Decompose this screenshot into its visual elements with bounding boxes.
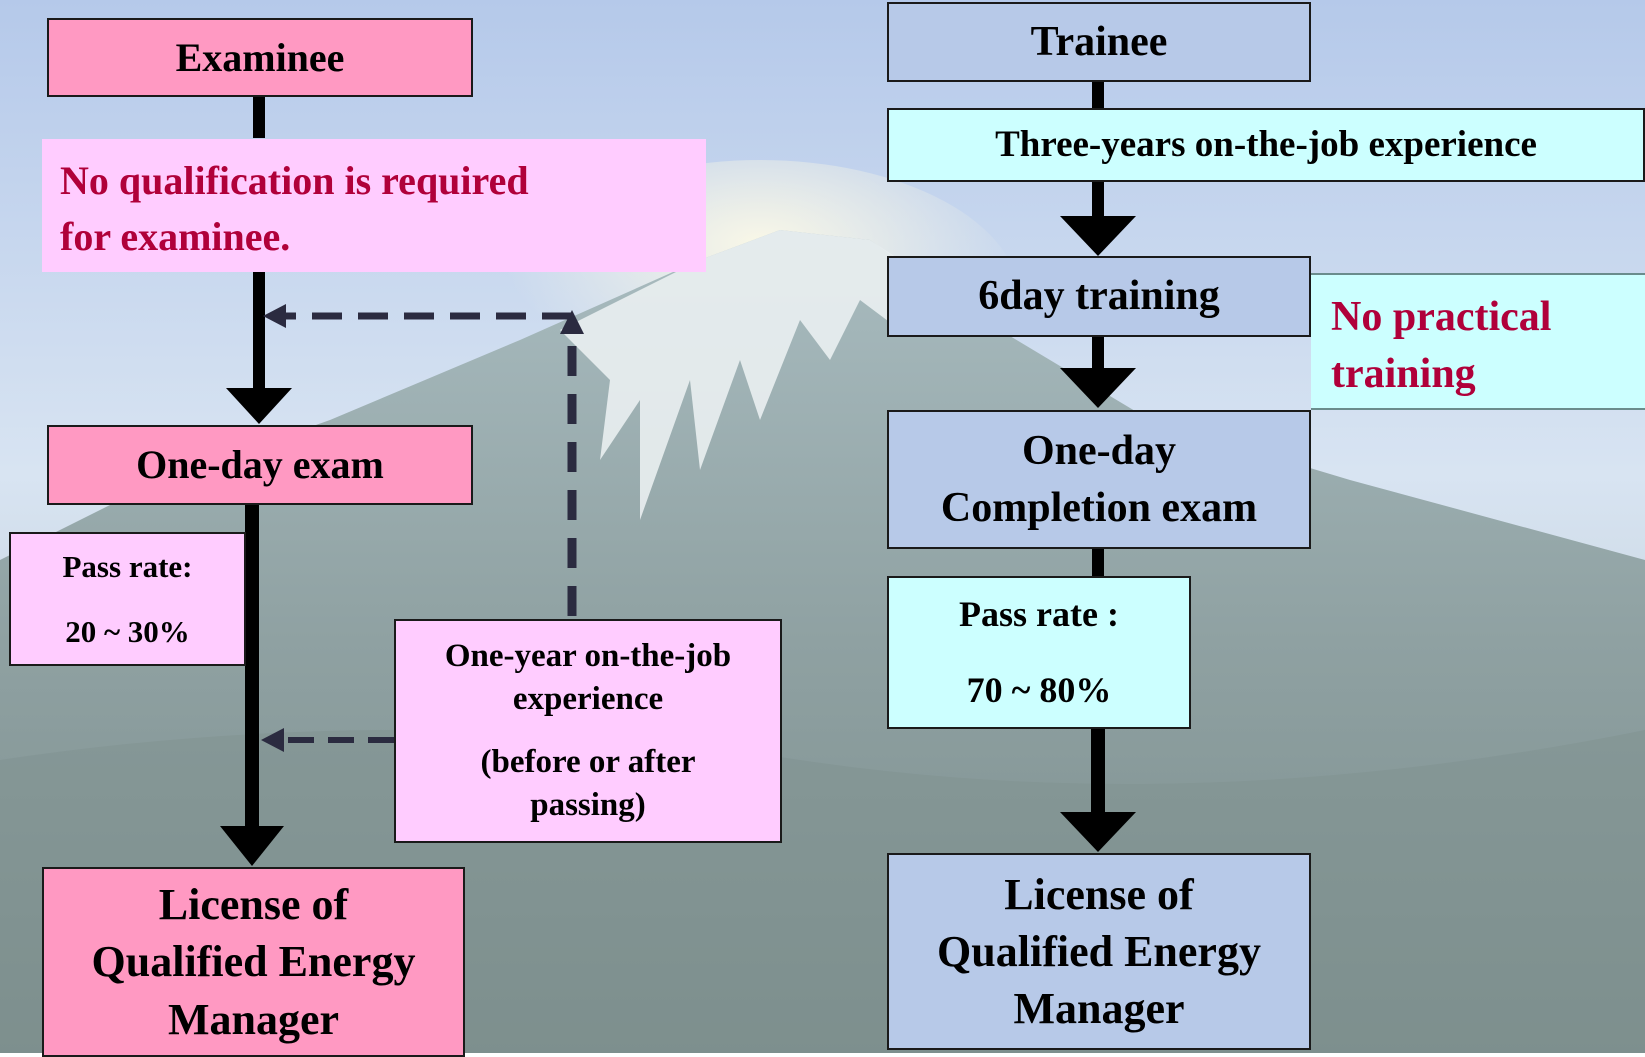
- completion-exam-line2: Completion exam: [940, 484, 1258, 531]
- pass-rate-box-left: Pass rate: 20 ~ 30%: [9, 532, 246, 666]
- pass-rate-value-right: 70 ~ 80%: [966, 669, 1112, 710]
- no-qualification-line2: for examinee.: [60, 214, 291, 259]
- license-box-right: License of Qualified Energy Manager: [887, 853, 1311, 1050]
- completion-exam-box: One-day Completion exam: [887, 410, 1311, 549]
- trainee-label: Trainee: [1030, 18, 1168, 65]
- no-practical-line1: No practical: [1331, 294, 1552, 340]
- one-year-experience-line3: (before or after: [480, 744, 696, 780]
- license-left-line2: Qualified Energy: [91, 937, 416, 987]
- license-right-line3: Manager: [1013, 984, 1185, 1034]
- no-practical-line2: training: [1331, 350, 1476, 397]
- license-left-line1: License of: [158, 880, 349, 930]
- pass-rate-label-left: Pass rate:: [62, 548, 193, 584]
- completion-exam-line1: One-day: [1021, 427, 1176, 474]
- pass-rate-box-right: Pass rate : 70 ~ 80%: [887, 576, 1191, 729]
- three-years-experience-label: Three-years on-the-job experience: [995, 123, 1537, 165]
- license-left-line3: Manager: [167, 994, 340, 1044]
- one-year-experience-line2: experience: [512, 681, 664, 718]
- one-day-exam-label: One-day exam: [136, 442, 384, 487]
- one-day-exam-box: One-day exam: [47, 425, 473, 505]
- trainee-box: Trainee: [887, 2, 1311, 82]
- examinee-label: Examinee: [175, 34, 345, 80]
- six-day-training-label: 6day training: [978, 273, 1220, 320]
- license-right-line1: License of: [1004, 869, 1194, 919]
- pass-rate-label-right: Pass rate :: [959, 593, 1119, 634]
- pass-rate-value-left: 20 ~ 30%: [65, 614, 190, 649]
- three-years-experience-box: Three-years on-the-job experience: [887, 108, 1645, 182]
- six-day-training-box: 6day training: [887, 256, 1311, 337]
- one-year-experience-line1: One-year on-the-job: [444, 638, 732, 675]
- license-right-line2: Qualified Energy: [937, 926, 1261, 976]
- no-qualification-line1: No qualification is required: [60, 158, 529, 203]
- examinee-box: Examinee: [47, 18, 473, 97]
- no-qualification-note: No qualification is required for examine…: [42, 139, 706, 272]
- no-practical-training-note: No practical training: [1311, 273, 1645, 410]
- one-year-experience-line4: passing): [530, 786, 646, 823]
- license-box-left: License of Qualified Energy Manager: [42, 867, 465, 1057]
- one-year-experience-box: One-year on-the-job experience (before o…: [394, 619, 782, 843]
